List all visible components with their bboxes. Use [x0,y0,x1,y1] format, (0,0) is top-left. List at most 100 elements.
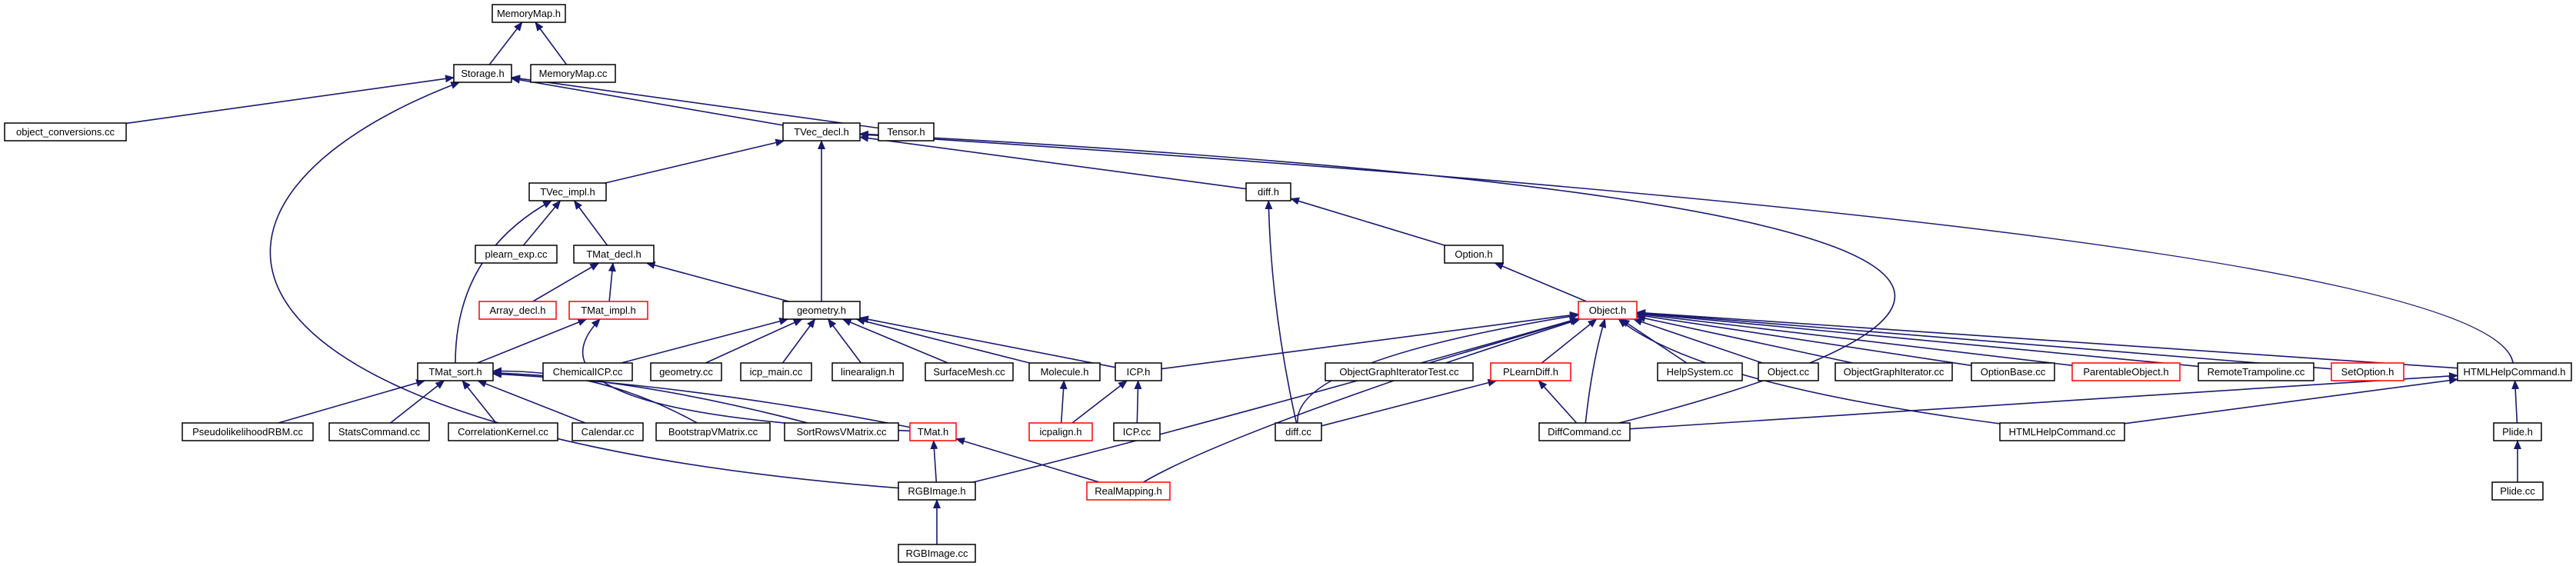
edge-tvec-decl-h-to-storage-h [511,75,784,126]
node-label: ObjectGraphIteratorTest.cc [1339,366,1459,378]
node-box [784,422,899,441]
node-plide-h[interactable]: Plide.h [2493,422,2542,441]
node-label: Plide.h [2502,426,2533,438]
edge-objectgraphiterator-cc-to-object-h [1636,315,1853,364]
node-parentableobject-h[interactable]: ParentableObject.h [2071,362,2181,381]
node-memorymap-cc[interactable]: MemoryMap.cc [530,64,616,83]
node-box [898,481,976,501]
node-tmat-decl-h[interactable]: TMat_decl.h [573,245,655,264]
node-geometry-cc[interactable]: geometry.cc [650,362,722,381]
node-plide-cc[interactable]: Plide.cc [2491,481,2544,501]
node-bootstrapvmatrix-cc[interactable]: BootstrapVMatrix.cc [655,422,771,441]
node-storage-h[interactable]: Storage.h [453,64,512,83]
node-label: OptionBase.cc [1981,366,2046,378]
node-icp-main-cc[interactable]: icp_main.cc [740,362,812,381]
node-tvec-decl-h[interactable]: TVec_decl.h [782,122,861,142]
node-molecule-h[interactable]: Molecule.h [1028,362,1101,381]
node-array-decl-h[interactable]: Array_decl.h [478,301,557,320]
node-htmlhelpcommand-h[interactable]: HTMLHelpCommand.h [2457,362,2572,381]
node-htmlhelpcommand-cc[interactable]: HTMLHelpCommand.cc [1999,422,2125,441]
node-icpalign-h[interactable]: icpalign.h [1028,422,1093,441]
node-tmat-sort-h[interactable]: TMat_sort.h [417,362,494,381]
edge-htmlhelpcommand-h-to-tvec-decl-h [859,131,2514,364]
node-label: MemoryMap.h [497,8,561,19]
node-linearalign-h[interactable]: linearalign.h [831,362,904,381]
node-box [573,245,655,264]
edge-icp-h-to-geometry-h [859,315,1116,368]
node-label: TMat_impl.h [581,305,636,316]
node-label: icp_main.cc [750,366,803,378]
node-sortrowsvmatrix-cc[interactable]: SortRowsVMatrix.cc [784,422,899,441]
node-setoption-h[interactable]: SetOption.h [2331,362,2404,381]
node-diff-cc[interactable]: diff.cc [1275,422,1322,441]
edge-diff-cc-to-plearndiff-h [1321,378,1498,427]
edge-icpalign-h-to-icp-h [1071,380,1128,424]
node-icp-h[interactable]: ICP.h [1115,362,1162,381]
node-chemicalicp-cc[interactable]: ChemicalICP.cc [542,362,633,381]
node-box [650,362,722,381]
node-box [1835,362,1953,381]
node-label: SurfaceMesh.cc [933,366,1005,378]
node-tmat-impl-h[interactable]: TMat_impl.h [568,301,648,320]
edge-tensor-h-to-storage-h [511,75,879,129]
node-box [1245,182,1291,201]
node-objectgraphiteratortest-cc[interactable]: ObjectGraphIteratorTest.cc [1325,362,1474,381]
node-box [328,422,430,441]
node-label: ICP.cc [1123,426,1151,438]
node-label: HTMLHelpCommand.h [2464,366,2566,378]
node-box [2457,362,2572,381]
node-label: Storage.h [461,68,504,79]
node-label: SortRowsVMatrix.cc [796,426,887,438]
node-label: linearalign.h [841,366,895,378]
edge-tmat-impl-h-to-tmat-decl-h [608,262,616,302]
edge-icp-cc-to-icp-h [1134,380,1142,424]
node-label: geometry.cc [659,366,713,378]
node-diff-h[interactable]: diff.h [1245,182,1291,201]
node-rgbimage-h[interactable]: RGBImage.h [898,481,976,501]
node-box [782,301,861,320]
node-realmapping-h[interactable]: RealMapping.h [1086,481,1171,501]
node-rgbimage-cc[interactable]: RGBImage.cc [898,544,976,563]
node-box [4,122,127,142]
node-helpsystem-cc[interactable]: HelpSystem.cc [1657,362,1743,381]
node-objectgraphiterator-cc[interactable]: ObjectGraphIterator.cc [1835,362,1953,381]
node-label: ObjectGraphIterator.cc [1844,366,1944,378]
node-icp-cc[interactable]: ICP.cc [1113,422,1161,441]
node-object-conversions-cc[interactable]: object_conversions.cc [4,122,127,142]
edge-diffcommand-cc-to-tvec-decl-h [859,130,1896,424]
node-box [1578,301,1638,320]
edge-diff-h-to-tvec-decl-h [859,134,1247,190]
node-surfacemesh-cc[interactable]: SurfaceMesh.cc [925,362,1014,381]
edge-remotetrampoline-cc-to-object-h [1636,310,2199,368]
node-box [909,422,957,441]
node-plearndiff-h[interactable]: PLearnDiff.h [1490,362,1571,381]
node-tmat-h[interactable]: TMat.h [909,422,957,441]
node-correlationkernel-cc[interactable]: CorrelationKernel.cc [448,422,558,441]
node-pseudolikelihoodrbm-cc[interactable]: PseudolikelihoodRBM.cc [182,422,314,441]
node-diffcommand-cc[interactable]: DiffCommand.cc [1538,422,1631,441]
node-label: MemoryMap.cc [539,68,608,79]
node-box [925,362,1014,381]
node-option-h[interactable]: Option.h [1444,245,1504,264]
node-statscommand-cc[interactable]: StatsCommand.cc [328,422,430,441]
edge-geometry-cc-to-geometry-h [705,318,803,364]
node-label: TMat_sort.h [428,366,482,378]
node-tensor-h[interactable]: Tensor.h [878,122,935,142]
node-optionbase-cc[interactable]: OptionBase.cc [1971,362,2055,381]
node-box [182,422,314,441]
node-plearn-exp-cc[interactable]: plearn_exp.cc [475,245,558,264]
node-memorymap-h: MemoryMap.h [492,4,566,23]
node-calendar-cc[interactable]: Calendar.cc [572,422,644,441]
node-geometry-h[interactable]: geometry.h [782,301,861,320]
node-label: CorrelationKernel.cc [458,426,548,438]
node-box [492,4,566,23]
node-remotetrampoline-cc[interactable]: RemoteTrampoline.cc [2198,362,2314,381]
edge-setoption-h-to-object-h [1636,309,2332,370]
edge-diffcommand-cc-to-htmlhelpcommand-h [1629,372,2458,430]
node-object-cc[interactable]: Object.cc [1758,362,1819,381]
edge-object-cc-to-object-h [1632,318,1763,364]
node-tvec-impl-h[interactable]: TVec_impl.h [528,182,607,201]
edge-chemicalicp-cc-to-geometry-h [621,317,789,364]
node-object-h[interactable]: Object.h [1578,301,1638,320]
